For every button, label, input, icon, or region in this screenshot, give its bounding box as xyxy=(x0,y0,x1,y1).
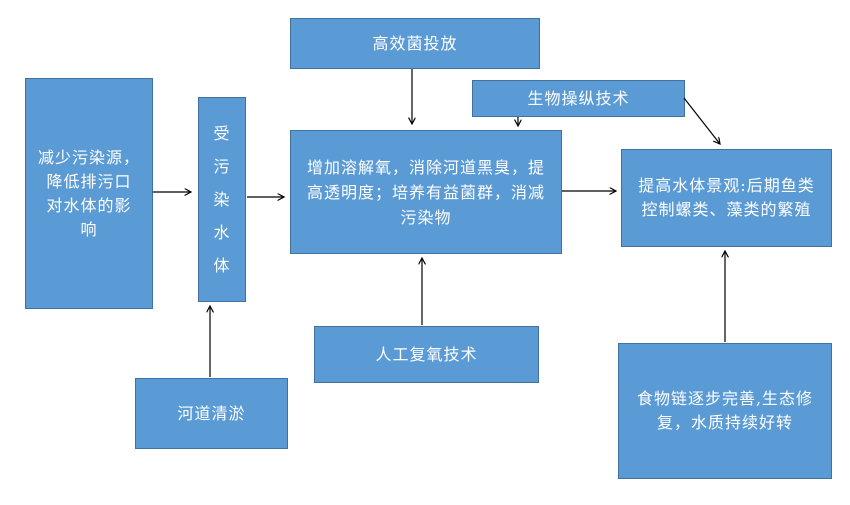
arrow-bio-manipulation-to-landscape xyxy=(683,97,720,144)
box-river-dredging: 河道清淤 xyxy=(135,378,288,449)
box-bio-manipulation-technology: 生物操纵技术 xyxy=(472,80,685,117)
box-treatment-effects: 增加溶解氧，消除河道黑臭，提 高透明度；培养有益菌群，消减 污染物 xyxy=(290,130,562,254)
box-artificial-reoxygenation: 人工复氧技术 xyxy=(314,326,539,383)
box-efficient-bacteria-dosing: 高效菌投放 xyxy=(290,18,540,69)
box-reduce-pollution-sources: 减少污染源， 降低排污口 对水体的影 响 xyxy=(25,78,153,309)
box-food-chain-restoration: 食物链逐步完善,生态修 复，水质持续好转 xyxy=(618,343,832,479)
box-polluted-water-body: 受 污 染 水 体 xyxy=(198,97,246,302)
box-improve-water-landscape: 提高水体景观:后期鱼类 控制螺类、藻类的繁殖 xyxy=(621,149,832,247)
